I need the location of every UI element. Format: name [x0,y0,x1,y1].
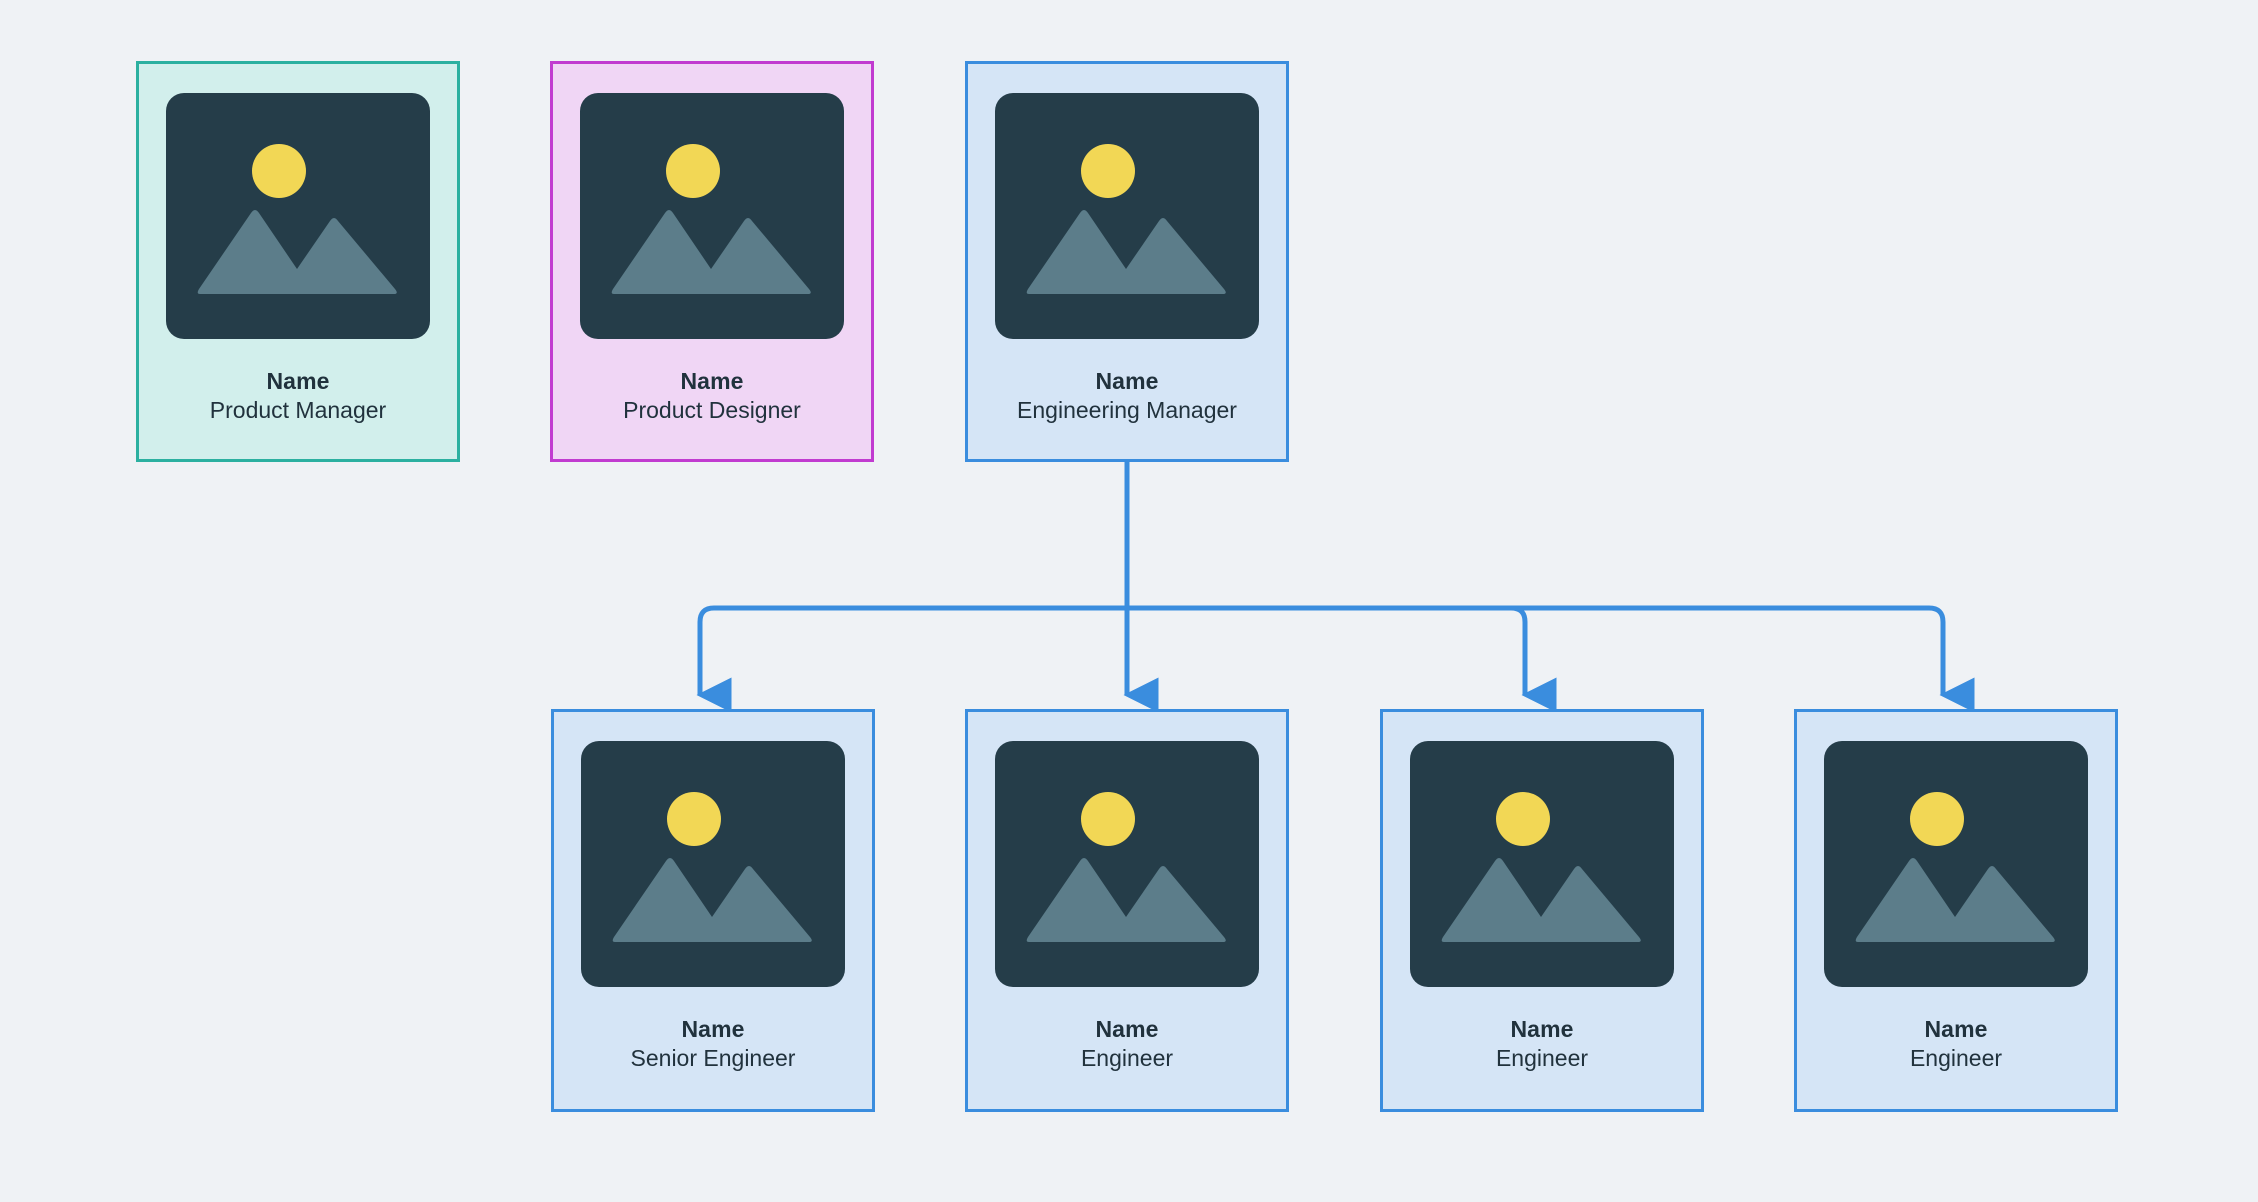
person-role: Senior Engineer [630,1044,796,1071]
edge-to-engineer-3 [1127,605,1975,713]
person-role: Product Manager [209,396,387,423]
person-name: Name [1510,1016,1574,1042]
person-name: Name [681,1016,745,1042]
card-text-block: Name Engineering Manager [992,367,1262,426]
card-text-block: Name Senior Engineer [578,1015,848,1074]
image-placeholder-icon [995,93,1259,339]
card-text-block: Name Engineer [1407,1015,1677,1074]
person-name: Name [1924,1016,1988,1042]
person-role: Engineer [1909,1044,2003,1071]
org-card-product-manager[interactable]: Name Product Manager [136,61,460,462]
person-name: Name [680,368,744,394]
org-card-engineer-1[interactable]: Name Engineer [965,709,1289,1112]
org-card-engineer-2[interactable]: Name Engineer [1380,709,1704,1112]
card-text-block: Name Engineer [992,1015,1262,1074]
card-text-block: Name Engineer [1821,1015,2091,1074]
card-text-block: Name Product Manager [163,367,433,426]
image-placeholder-icon [581,741,845,987]
person-role: Engineering Manager [1017,396,1237,423]
person-role: Engineer [1080,1044,1174,1071]
org-card-engineering-manager[interactable]: Name Engineering Manager [965,61,1289,462]
person-role: Engineer [1495,1044,1589,1071]
image-placeholder-icon [1410,741,1674,987]
card-text-block: Name Product Designer [577,367,847,426]
image-placeholder-icon [995,741,1259,987]
person-name: Name [1095,368,1159,394]
image-placeholder-icon [580,93,844,339]
org-card-engineer-3[interactable]: Name Engineer [1794,709,2118,1112]
image-placeholder-icon [1824,741,2088,987]
person-name: Name [1095,1016,1159,1042]
person-role: Product Designer [623,396,801,423]
person-name: Name [266,368,330,394]
org-card-senior-engineer[interactable]: Name Senior Engineer [551,709,875,1112]
edge-to-engineer-2 [1127,605,1557,713]
edge-to-senior-engineer [696,605,1127,713]
org-card-product-designer[interactable]: Name Product Designer [550,61,874,462]
image-placeholder-icon [166,93,430,339]
